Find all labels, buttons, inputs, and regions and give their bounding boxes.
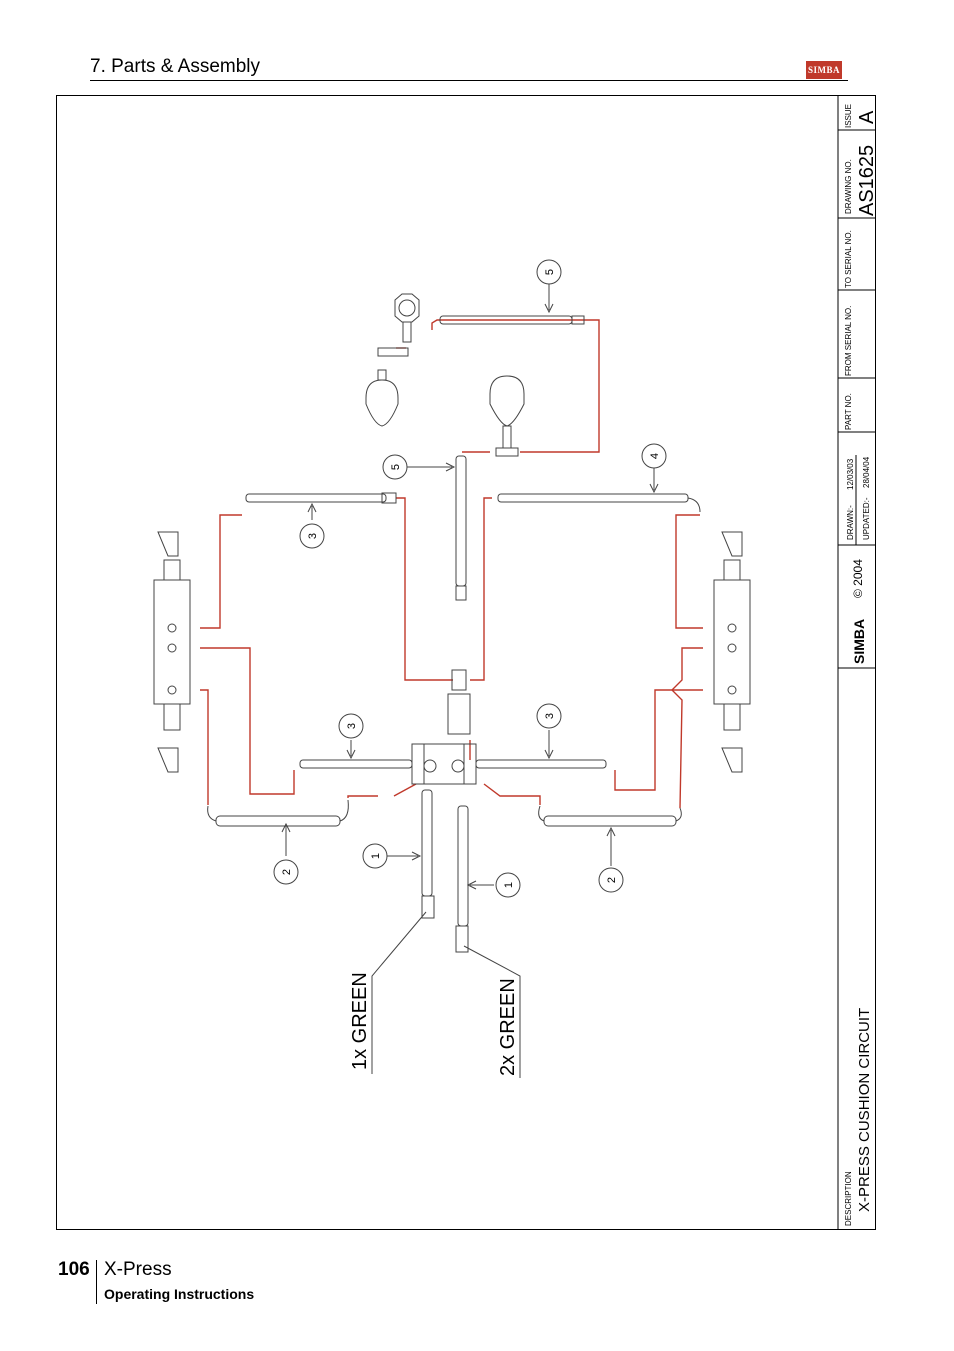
callout-5-centre: 5 (390, 464, 402, 470)
callout-3-right: 3 (544, 713, 556, 719)
drawing-no-value: AS1625 (856, 145, 878, 216)
title-block-logo: SIMBA (851, 619, 867, 664)
callout-3-top-left: 3 (307, 533, 319, 539)
leader-lines (281, 284, 659, 1078)
footer-product: X-Press (104, 1259, 172, 1280)
issue-label: ISSUE (844, 104, 853, 128)
to-serial-label: TO SERIAL NO. (844, 230, 853, 288)
footer-rule (96, 1260, 97, 1304)
drawn-label: DRAWN:- (846, 505, 855, 540)
header-section-title: 7. Parts & Assembly (90, 56, 261, 77)
callout-4: 4 (649, 453, 661, 459)
simba-logo: SIMBA (806, 61, 842, 79)
callout-2-left: 2 (281, 869, 293, 875)
callout-3-left: 3 (346, 723, 358, 729)
footer-page-number: 106 (58, 1259, 90, 1280)
part-no-label: PART NO. (844, 393, 853, 430)
title-block-text: ISSUE A DRAWING NO. AS1625 TO SERIAL NO.… (844, 104, 878, 1226)
title-block (837, 95, 876, 1230)
issue-value: A (856, 110, 878, 124)
hose-label-1x-green: 1x GREEN (349, 972, 371, 1070)
hydraulic-lines (200, 319, 703, 809)
callout-numbers: 5 5 4 3 3 3 2 2 1 1 (281, 269, 661, 888)
drawn-date: 12/03/03 (846, 458, 855, 490)
description-value: X-PRESS CUSHION CIRCUIT (856, 1008, 873, 1212)
components (153, 293, 751, 953)
callout-shapes (273, 259, 667, 898)
drawing-frame (56, 95, 876, 1230)
hose-label-2x-green: 2x GREEN (497, 978, 519, 1076)
callout-1-right: 1 (503, 882, 515, 888)
callout-2-right: 2 (606, 877, 618, 883)
updated-label: UPDATED:- (862, 497, 871, 540)
callout-1-left: 1 (370, 853, 382, 859)
callout-5-top: 5 (544, 269, 556, 275)
header-rule (90, 80, 848, 81)
updated-date: 28/04/04 (862, 456, 871, 488)
from-serial-label: FROM SERIAL NO. (844, 306, 853, 376)
drawing-no-label: DRAWING NO. (844, 159, 853, 214)
description-label: DESCRIPTION (844, 1171, 853, 1226)
footer-subtitle: Operating Instructions (104, 1286, 255, 1302)
hose-labels: 1x GREEN 2x GREEN (349, 972, 519, 1076)
copyright-text: © 2004 (851, 559, 865, 598)
